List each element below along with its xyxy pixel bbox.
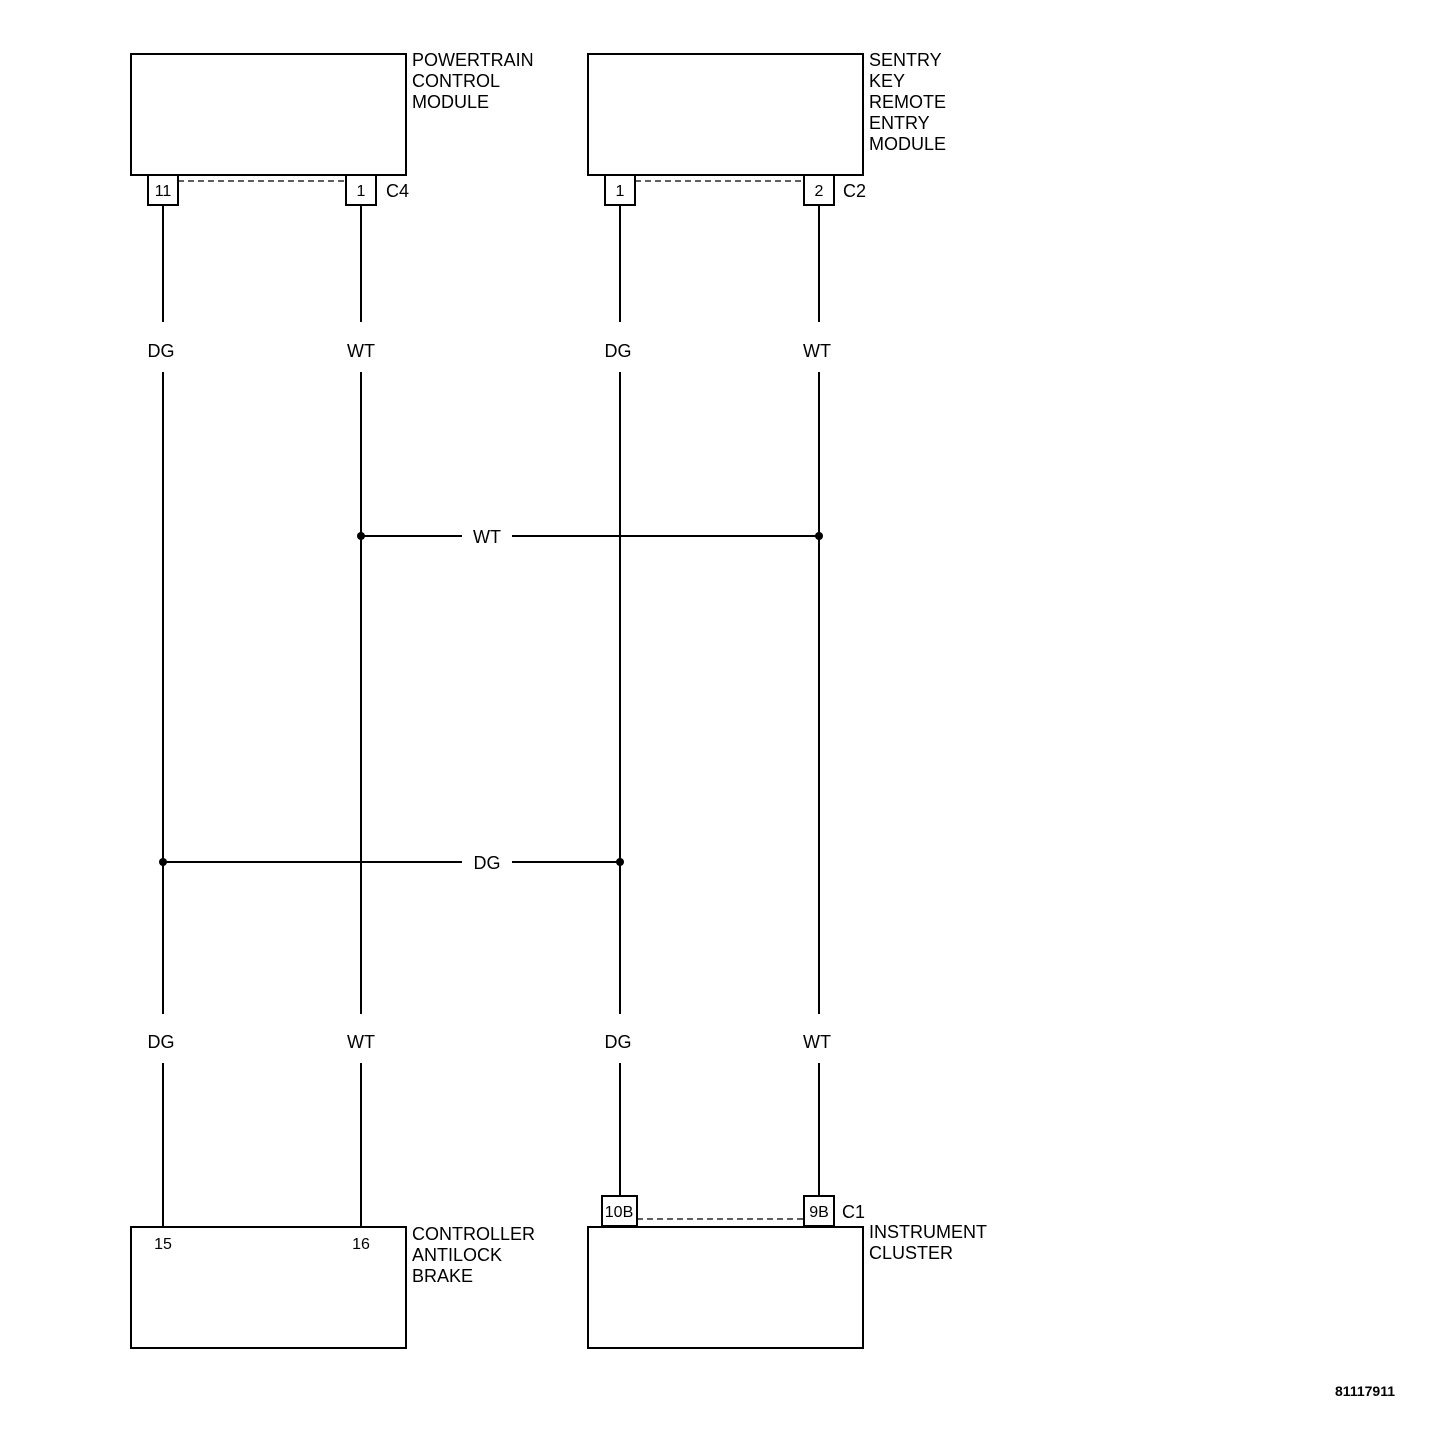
skrem-label-line-3: REMOTE <box>869 92 946 112</box>
skrem-label-line-2: KEY <box>869 71 905 91</box>
instrument-cluster: 10B 9B C1 INSTRUMENT CLUSTER <box>587 1195 987 1349</box>
cab-pin-16-label: 16 <box>352 1236 370 1253</box>
splice-wt-node-right <box>815 532 823 540</box>
pcm-label-line-1: POWERTRAIN <box>412 50 534 70</box>
middle-wire-segments <box>162 372 820 1014</box>
pcm-pin-11 <box>147 174 179 206</box>
pcm-box <box>130 53 407 176</box>
pcm-label-line-3: MODULE <box>412 92 489 112</box>
ic-pin-10b-label: 10B <box>605 1204 633 1221</box>
ic-pin-9b <box>803 1195 835 1227</box>
skrem-pin-2 <box>803 174 835 206</box>
pcm-connector-label: C4 <box>386 181 409 201</box>
ic-connector-label: C1 <box>842 1202 865 1222</box>
ic-label-line-1: INSTRUMENT <box>869 1222 987 1242</box>
skrem-pin-1-label: 1 <box>616 183 625 200</box>
splice-wt: WT <box>357 527 823 547</box>
lower-wire-segments: DG WT DG WT <box>148 1032 831 1227</box>
skrem-box <box>587 53 864 176</box>
wire-label-lower-4: WT <box>803 1032 831 1052</box>
pcm-label-line-2: CONTROL <box>412 71 500 91</box>
splice-dg: DG <box>159 853 624 873</box>
splice-wt-label: WT <box>473 527 501 547</box>
ic-box <box>587 1226 864 1349</box>
powertrain-control-module: POWERTRAIN CONTROL MODULE 11 1 C4 <box>130 50 534 206</box>
wire-label-lower-1: DG <box>148 1032 175 1052</box>
upper-wire-segments: DG WT DG WT <box>148 205 831 361</box>
splice-wt-node-left <box>357 532 365 540</box>
cab-label-line-2: ANTILOCK <box>412 1245 502 1265</box>
skrem-label-line-1: SENTRY <box>869 50 942 70</box>
skrem-label-line-4: ENTRY <box>869 113 930 133</box>
cab-label-line-1: CONTROLLER <box>412 1224 535 1244</box>
skrem-pin-2-label: 2 <box>815 183 824 200</box>
skrem-pin-1 <box>604 174 636 206</box>
wire-label-upper-4: WT <box>803 341 831 361</box>
pcm-pin-1-label: 1 <box>357 183 366 200</box>
skrem-label-line-5: MODULE <box>869 134 946 154</box>
wire-label-upper-2: WT <box>347 341 375 361</box>
wire-label-upper-1: DG <box>148 341 175 361</box>
splice-dg-label: DG <box>474 853 501 873</box>
wire-label-lower-2: WT <box>347 1032 375 1052</box>
ic-pin-10b <box>601 1195 638 1227</box>
splice-dg-node-right <box>616 858 624 866</box>
ic-label-line-2: CLUSTER <box>869 1243 953 1263</box>
splice-dg-node-left <box>159 858 167 866</box>
cab-pin-15-label: 15 <box>154 1236 172 1253</box>
controller-antilock-brake: 15 16 CONTROLLER ANTILOCK BRAKE <box>130 1224 535 1349</box>
cab-label-line-3: BRAKE <box>412 1266 473 1286</box>
wire-label-lower-3: DG <box>605 1032 632 1052</box>
sentry-key-remote-entry-module: SENTRY KEY REMOTE ENTRY MODULE 1 2 C2 <box>587 50 946 206</box>
wire-label-upper-3: DG <box>605 341 632 361</box>
pcm-pin-1 <box>345 174 377 206</box>
cab-box <box>130 1226 407 1349</box>
pcm-pin-11-label: 11 <box>155 183 172 200</box>
ic-pin-9b-label: 9B <box>809 1204 829 1221</box>
skrem-connector-label: C2 <box>843 181 866 201</box>
figure-id: 81117911 <box>1335 1383 1395 1399</box>
